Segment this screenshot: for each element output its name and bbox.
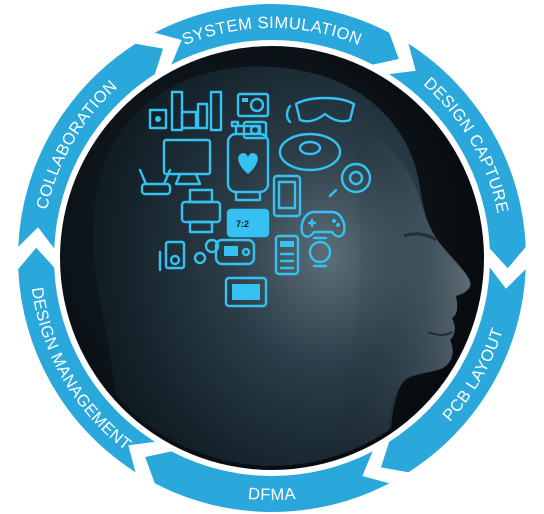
router-icon bbox=[138, 168, 172, 196]
thermostat-icon bbox=[214, 238, 256, 266]
segment-arrow bbox=[154, 4, 399, 65]
segment-system-simulation: SYSTEM SIMULATION bbox=[154, 4, 399, 65]
segment-arrow bbox=[18, 43, 164, 249]
segment-label: DFMA bbox=[248, 485, 297, 504]
smartwatch-icon bbox=[226, 120, 270, 202]
segment-arrow bbox=[145, 451, 390, 512]
segment-arrow bbox=[389, 43, 526, 269]
action-camera-icon bbox=[236, 92, 270, 118]
segment-label-text: DFMA bbox=[248, 485, 297, 504]
touch-screen-icon bbox=[224, 276, 268, 308]
robot-vacuum-icon bbox=[278, 132, 342, 172]
monitor-icon bbox=[162, 138, 212, 186]
speakers-icon bbox=[148, 90, 223, 132]
disc-player-icon bbox=[193, 238, 220, 265]
segment-dfma: DFMA bbox=[145, 451, 390, 512]
device-icons: 7:2 bbox=[138, 90, 372, 308]
digital-clock-icon: 7:2 bbox=[226, 208, 270, 238]
segment-arrow bbox=[380, 267, 526, 473]
head-silhouette bbox=[93, 66, 471, 466]
vr-headset-icon bbox=[285, 96, 356, 124]
calculator-icon bbox=[274, 234, 300, 276]
game-controller-icon bbox=[300, 210, 346, 238]
segment-arrow bbox=[18, 247, 155, 473]
music-player-icon bbox=[158, 240, 186, 272]
wristwatch-icon bbox=[308, 236, 332, 268]
tablet-icon bbox=[272, 174, 302, 218]
webcam-icon bbox=[328, 162, 372, 198]
digital-clock-readout: 7:2 bbox=[236, 219, 249, 229]
printer-icon bbox=[180, 188, 222, 234]
